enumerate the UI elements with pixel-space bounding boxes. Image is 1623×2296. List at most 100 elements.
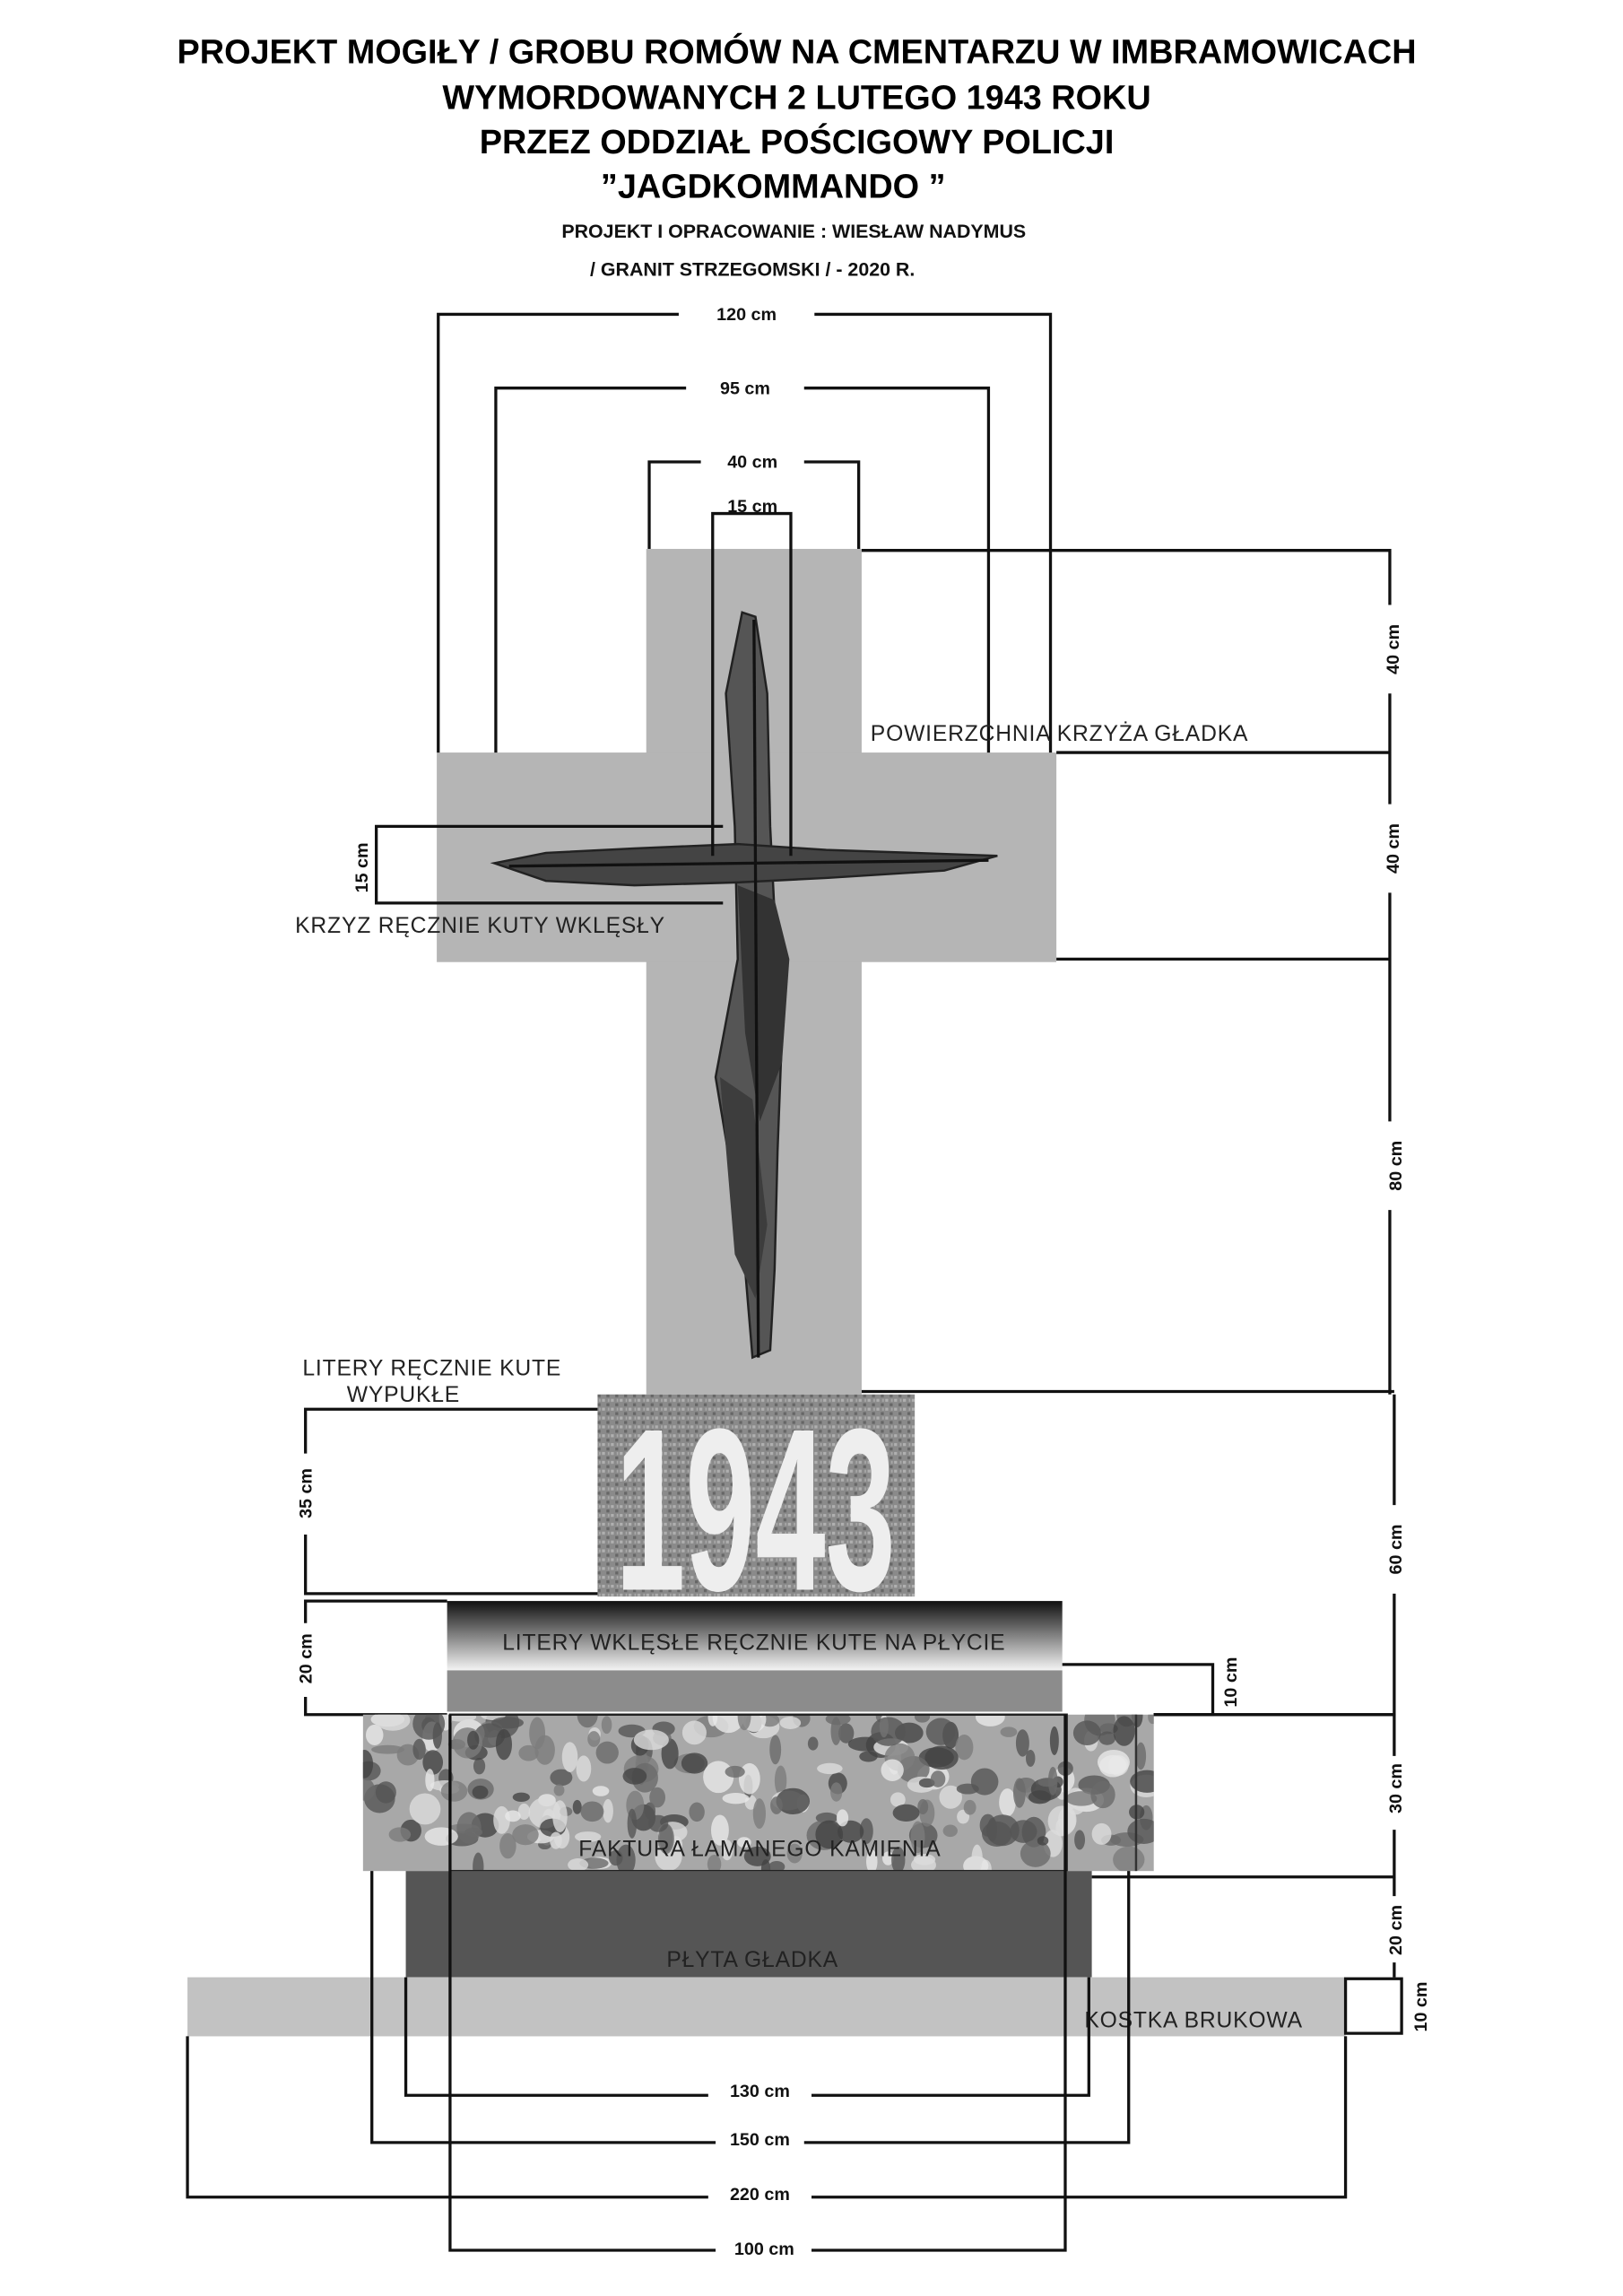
granite-speck <box>776 1787 811 1814</box>
granite-speck <box>752 1798 767 1830</box>
granite-speck <box>375 1781 396 1804</box>
granite-speck <box>595 1741 619 1764</box>
granite-speck <box>424 1827 458 1846</box>
granite-speck <box>917 1798 929 1814</box>
granite-speck <box>622 1768 647 1785</box>
svg-text:130 cm: 130 cm <box>730 2082 790 2101</box>
dimension-35cm: 35 cm <box>296 1407 598 1596</box>
granite-speck <box>580 1801 604 1822</box>
granite-speck <box>440 1780 468 1802</box>
granite-speck <box>1047 1805 1076 1837</box>
granite-speck <box>1072 1720 1101 1746</box>
engraved-plate: LITERY WKLĘSŁE RĘCZNIE KUTE NA PŁYCIE <box>447 1601 1063 1712</box>
granite-speck <box>644 1802 655 1820</box>
dimension-10cm-plate: 10 cm <box>1062 1657 1241 1717</box>
svg-text:FAKTURA ŁAMANEGO KAMIENIA: FAKTURA ŁAMANEGO KAMIENIA <box>578 1838 941 1862</box>
svg-text:40 cm: 40 cm <box>727 453 777 473</box>
title-line-1: PROJEKT MOGIŁY / GROBU ROMÓW NA CMENTARZ… <box>178 33 1417 72</box>
granite-speck <box>817 1762 843 1775</box>
granite-speck <box>375 1714 411 1731</box>
granite-speck <box>601 1716 612 1735</box>
granite-speck <box>1091 1822 1112 1845</box>
granite-speck <box>770 1796 783 1814</box>
svg-text:60 cm: 60 cm <box>1386 1525 1406 1575</box>
granite-speck <box>1065 1791 1098 1806</box>
granite-speck <box>681 1720 707 1745</box>
title-line-2: WYMORDOWANYCH 2 LUTEGO 1943 ROKU <box>442 80 1150 117</box>
label-raised-letters: LITERY RĘCZNIE KUTE <box>302 1356 561 1380</box>
granite-speck <box>412 1714 446 1740</box>
svg-text:120 cm: 120 cm <box>716 305 777 325</box>
svg-text:40 cm: 40 cm <box>1384 823 1403 874</box>
granite-speck <box>587 1731 601 1747</box>
granite-speck <box>890 1792 906 1807</box>
dimension-15cm-left: 15 cm <box>352 824 724 905</box>
granite-speck <box>830 1782 843 1802</box>
granite-speck <box>768 1861 785 1872</box>
granite-speck <box>930 1770 946 1787</box>
granite-speck <box>999 1788 1016 1817</box>
granite-speck <box>371 1744 404 1754</box>
granite-speck <box>499 1833 516 1859</box>
granite-speck <box>1049 1726 1059 1755</box>
granite-speck <box>446 1714 477 1722</box>
dimension-20cm-left: 20 cm <box>296 1599 447 1717</box>
granite-speck <box>577 1714 598 1728</box>
smooth-slab: PŁYTA GŁADKA <box>405 1871 1092 1978</box>
granite-speck <box>576 1755 592 1782</box>
dimension-15cm-top: 15 cm <box>711 497 793 857</box>
granite-speck <box>779 1716 802 1729</box>
svg-text:30 cm: 30 cm <box>1386 1763 1406 1813</box>
svg-text:PŁYTA GŁADKA: PŁYTA GŁADKA <box>666 1948 838 1972</box>
dimension-130cm: 130 cm <box>404 1977 1090 2101</box>
title-line-4: ”JAGDKOMMANDO ” <box>601 168 946 205</box>
svg-text:20 cm: 20 cm <box>1386 1905 1406 1955</box>
granite-speck <box>633 1729 669 1751</box>
svg-text:35 cm: 35 cm <box>296 1468 316 1518</box>
granite-speck <box>512 1824 539 1846</box>
granite-speck <box>512 1792 530 1803</box>
granite-speck <box>552 1800 568 1833</box>
granite-speck <box>925 1718 956 1745</box>
svg-text:40 cm: 40 cm <box>1384 624 1403 674</box>
dimension-60cm: 60 cm <box>1153 1394 1406 1717</box>
svg-text:220 cm: 220 cm <box>730 2185 790 2205</box>
granite-speck <box>910 1821 925 1854</box>
paving-strip: KOSTKA BRUKOWA <box>187 1977 1346 2037</box>
granite-speck <box>737 1714 751 1731</box>
granite-speck <box>1090 1780 1115 1809</box>
granite-speck <box>786 1843 803 1864</box>
granite-speck <box>592 1786 610 1796</box>
granite-speck <box>760 1859 771 1872</box>
granite-speck <box>388 1827 412 1842</box>
label-raised-letters-2: WYPUKŁE <box>347 1383 460 1407</box>
dimension-right-cross: 40 cm 40 cm 80 cm <box>861 549 1406 1395</box>
granite-speck <box>362 1778 375 1801</box>
granite-speck <box>550 1769 573 1787</box>
granite-speck <box>703 1761 734 1794</box>
granite-speck <box>830 1717 842 1745</box>
granite-speck <box>409 1793 441 1825</box>
credits-line-2: / GRANIT STRZEGOMSKI / - 2020 R. <box>590 259 915 281</box>
granite-speck <box>913 1853 936 1866</box>
dimension-95cm: 95 cm <box>494 378 991 753</box>
granite-speck <box>1135 1742 1147 1770</box>
granite-speck <box>616 1844 636 1872</box>
svg-text:150 cm: 150 cm <box>730 2130 790 2150</box>
granite-speck <box>891 1846 906 1872</box>
granite-speck <box>807 1736 819 1751</box>
granite-speck <box>568 1858 589 1872</box>
granite-speck <box>882 1851 894 1866</box>
granite-speck <box>491 1717 524 1729</box>
granite-speck <box>975 1714 1005 1726</box>
granite-speck <box>707 1854 722 1872</box>
granite-speck <box>473 1757 486 1775</box>
granite-speck <box>942 1824 958 1838</box>
granite-speck <box>918 1747 954 1768</box>
granite-speck <box>553 1784 565 1796</box>
granite-speck <box>836 1809 849 1827</box>
granite-speck <box>495 1728 513 1761</box>
label-cross-surface: POWIERZCHNIA KRZYŻA GŁADKA <box>871 722 1248 746</box>
granite-speck <box>464 1827 483 1838</box>
svg-text:15 cm: 15 cm <box>727 497 777 517</box>
